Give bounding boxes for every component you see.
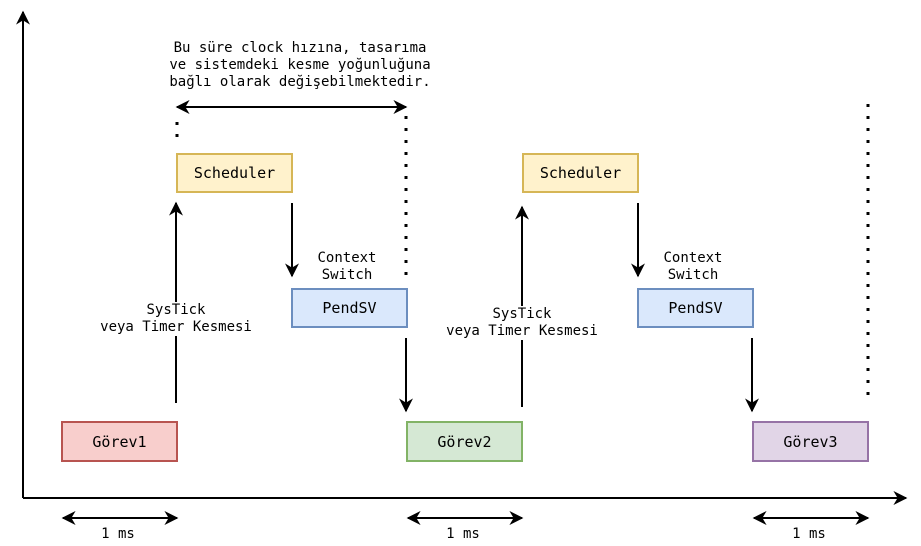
duration-note-line3: bağlı olarak değişebilmektedir.	[169, 74, 431, 90]
pendsv-box-2: PendSV	[637, 288, 754, 328]
duration-label-3: 1 ms	[792, 526, 826, 542]
context-switch-label-2-line1: Context	[663, 250, 723, 266]
context-switch-label-2-line2: Switch	[667, 267, 719, 283]
gorev1-box: Görev1	[61, 421, 178, 462]
context-switch-label-1-line2: Switch	[321, 267, 373, 283]
systick-label-2: SysTick veya Timer Kesmesi	[422, 306, 622, 340]
systick-label-1: SysTick veya Timer Kesmesi	[76, 302, 276, 336]
scheduler-box-2: Scheduler	[522, 153, 639, 193]
pendsv-box-1: PendSV	[291, 288, 408, 328]
context-switch-label-2: Context Switch	[643, 250, 743, 284]
systick-label-1-line2: veya Timer Kesmesi	[100, 319, 252, 335]
systick-label-1-line1: SysTick	[146, 302, 206, 318]
gorev2-box: Görev2	[406, 421, 523, 462]
duration-label-2: 1 ms	[446, 526, 480, 542]
duration-note-line2: ve sistemdeki kesme yoğunluğuna	[169, 57, 431, 73]
context-switch-label-1-line1: Context	[317, 250, 377, 266]
gorev3-box: Görev3	[752, 421, 869, 462]
context-switch-label-1: Context Switch	[297, 250, 397, 284]
duration-note: Bu süre clock hızına, tasarıma ve sistem…	[145, 40, 455, 91]
duration-label-1: 1 ms	[101, 526, 135, 542]
systick-label-2-line1: SysTick	[492, 306, 552, 322]
scheduler-box-1: Scheduler	[176, 153, 293, 193]
systick-label-2-line2: veya Timer Kesmesi	[446, 323, 598, 339]
duration-note-line1: Bu süre clock hızına, tasarıma	[173, 40, 427, 56]
